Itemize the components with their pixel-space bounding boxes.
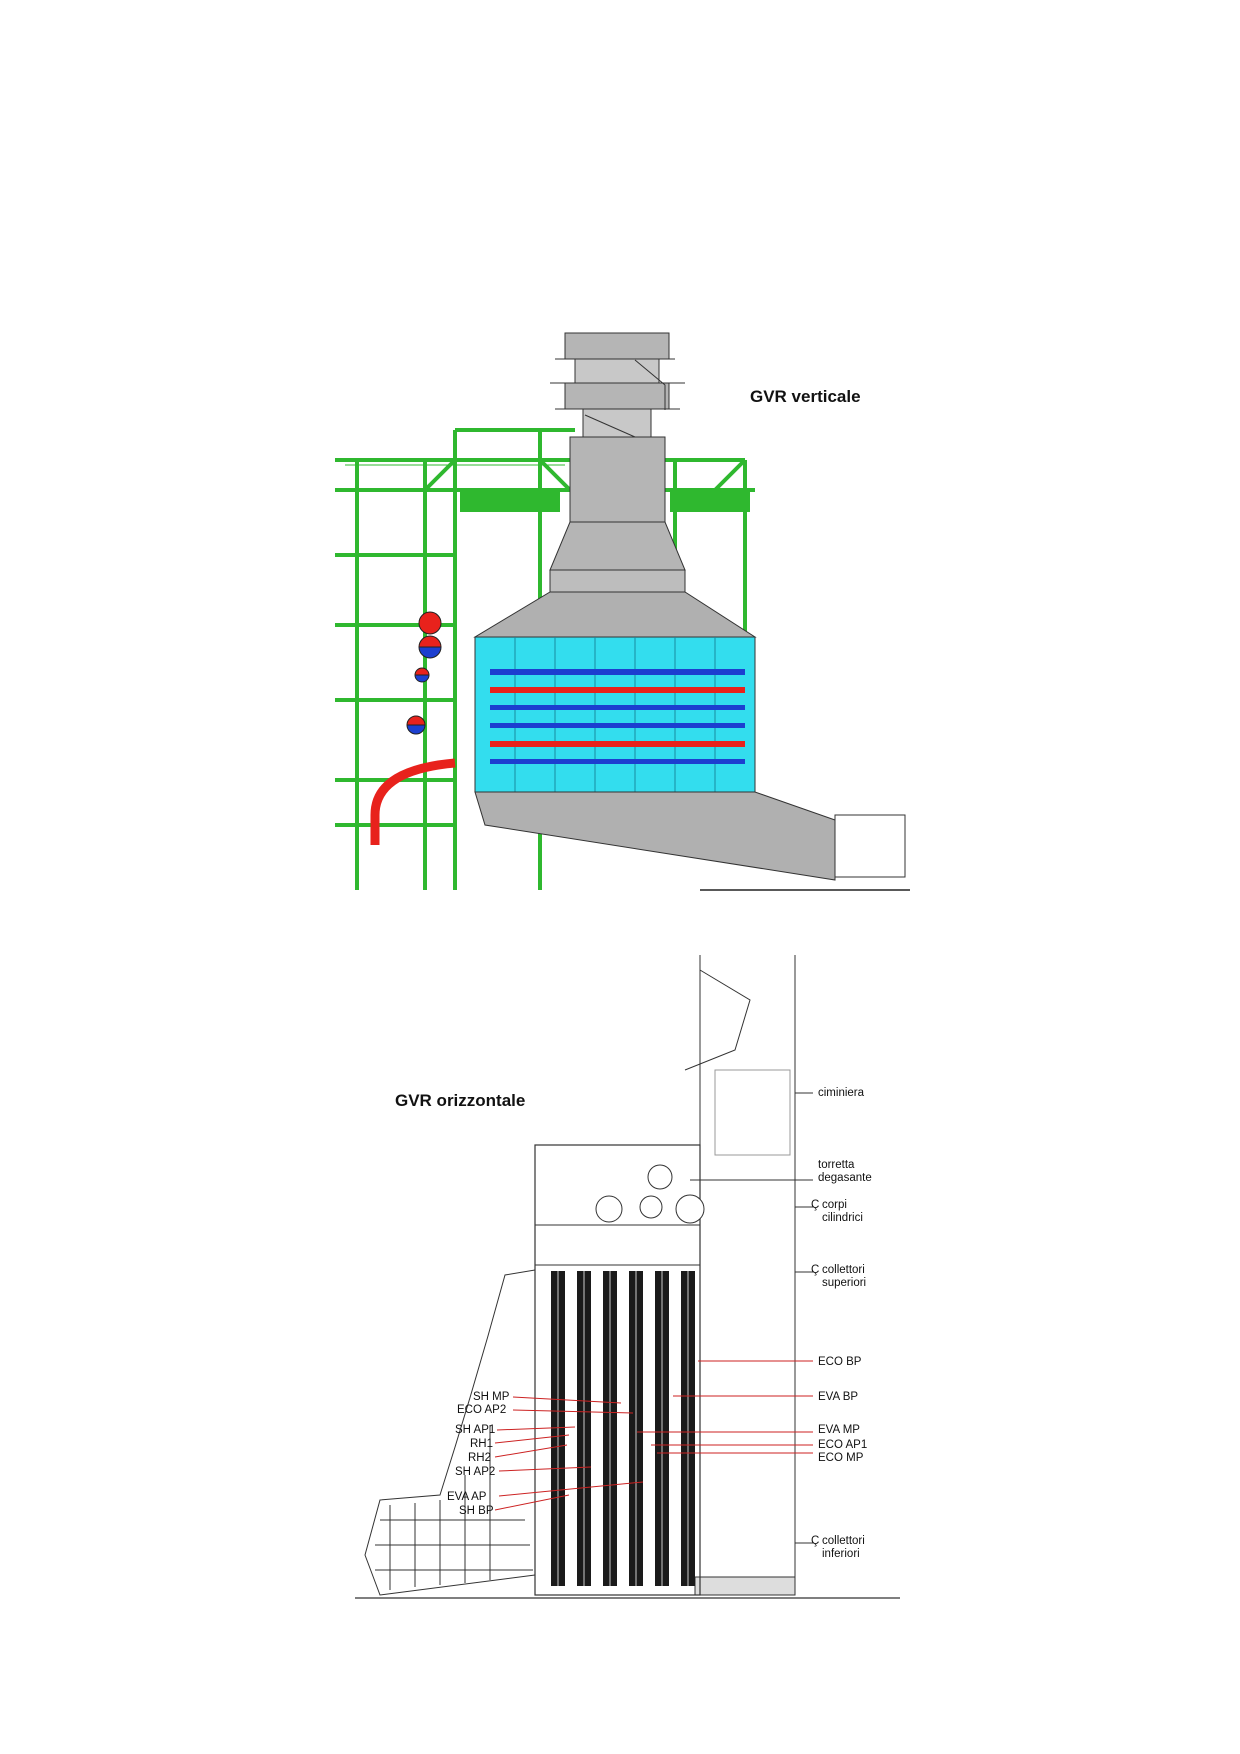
cold-tube-row: [490, 705, 745, 710]
tube-grid: [514, 637, 716, 792]
hot-pipe: [370, 758, 456, 816]
tube-bank: [474, 636, 756, 793]
label-upper-headers: collettori: [822, 1264, 865, 1276]
vertical-hrsg-diagram: GVR verticale: [335, 325, 910, 893]
drums: [406, 611, 442, 735]
label-eco-ap2: ECO AP2: [457, 1404, 506, 1416]
frame-panel: [460, 490, 560, 512]
label-rh2: RH2: [468, 1452, 491, 1464]
stack: [550, 332, 685, 438]
label-rh1: RH1: [470, 1438, 493, 1450]
label-deaerator-2: degasante: [818, 1172, 872, 1184]
cold-tube-row: [490, 669, 745, 675]
inlet-flange: [834, 814, 906, 878]
hot-tube-row: [490, 741, 745, 747]
horizontal-hrsg-title: GVR orizzontale: [395, 1091, 525, 1110]
label-upper-headers-2: superiori: [822, 1277, 866, 1289]
label-chimney: ciminiera: [818, 1087, 865, 1099]
label-lower-headers: collettori: [822, 1535, 865, 1547]
label-sh-ap1: SH AP1: [455, 1424, 495, 1436]
label-eva-mp: EVA MP: [818, 1424, 860, 1436]
frame-panel: [670, 490, 750, 512]
cold-tube-row: [490, 759, 745, 764]
label-eco-ap1: ECO AP1: [818, 1439, 867, 1451]
horizontal-hrsg-diagram: GVR orizzontale: [355, 955, 900, 1610]
tube-banks: [551, 1271, 695, 1586]
label-eva-bp: EVA BP: [818, 1391, 858, 1403]
label-sh-ap2: SH AP2: [455, 1466, 495, 1478]
right-labels: ciminiera torretta degasante Ç corpi cil…: [637, 1087, 872, 1560]
vertical-hrsg-title: GVR verticale: [750, 387, 861, 406]
hot-tube-row: [490, 687, 745, 693]
label-eco-bp: ECO BP: [818, 1356, 862, 1368]
symbol-centerline: Ç: [811, 1264, 819, 1276]
label-drums-2: cilindrici: [822, 1212, 863, 1224]
label-eva-ap: EVA AP: [447, 1491, 487, 1503]
symbol-centerline: Ç: [811, 1535, 819, 1547]
drums: [595, 1164, 705, 1224]
inlet-duct: [364, 1269, 536, 1596]
cold-tube-row: [490, 723, 745, 728]
label-deaerator: torretta: [818, 1159, 855, 1171]
label-sh-bp: SH BP: [459, 1505, 494, 1517]
symbol-centerline: Ç: [811, 1199, 819, 1211]
left-labels: SH MP ECO AP2 SH AP1 RH1 RH2 SH AP2 EVA …: [447, 1391, 644, 1517]
inlet-duct: [474, 791, 836, 881]
casing: [473, 436, 757, 638]
label-lower-headers-2: inferiori: [822, 1548, 860, 1560]
chimney: [684, 955, 796, 1596]
label-eco-mp: ECO MP: [818, 1452, 864, 1464]
label-drums: corpi: [822, 1199, 847, 1211]
label-sh-mp: SH MP: [473, 1391, 510, 1403]
boiler-casing: [534, 1144, 701, 1596]
